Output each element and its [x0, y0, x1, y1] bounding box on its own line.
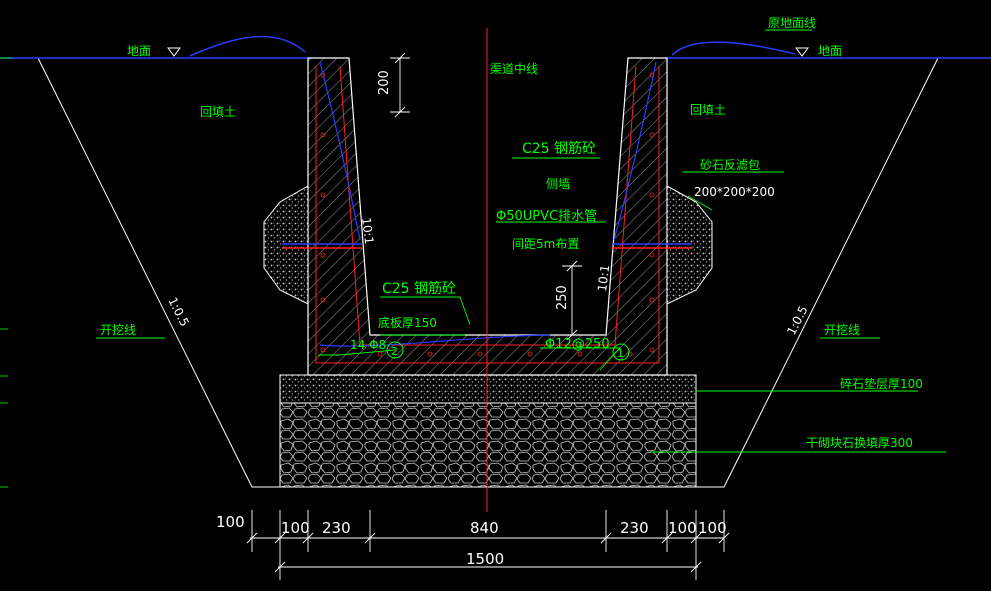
- concrete-channel: [307, 57, 668, 376]
- label-backfill-right: 回填土: [690, 103, 726, 117]
- label-ground-left: 地面: [127, 44, 151, 58]
- dimension-labels: 200 250 100 100 230 840 230 100 100 1500: [216, 70, 727, 568]
- ground-marker-left-icon: [167, 47, 181, 57]
- filter-pack-right: [666, 185, 713, 305]
- label-backfill-left: 回填土: [200, 105, 236, 119]
- dim-bottom-height: 250: [555, 285, 570, 310]
- label-canal-centerline: 渠道中线: [490, 61, 538, 76]
- gravel-cushion-layer: [279, 374, 697, 404]
- label-filter-pack: 砂石反滤包: [700, 158, 760, 172]
- label-base-thickness: 底板厚150: [378, 315, 437, 330]
- ground-lines: [0, 35, 991, 59]
- horizontal-dimensions: [246, 510, 730, 580]
- label-gravel-cushion: 碎石垫层厚100: [840, 376, 923, 391]
- dim-total: 1500: [466, 550, 504, 568]
- label-marker-1: 1: [617, 347, 624, 360]
- rebar-markers: [386, 341, 630, 361]
- dim-840: 840: [470, 519, 499, 537]
- label-rebar-2: 14 Φ8: [350, 338, 386, 352]
- original-ground-left-curve: [189, 35, 306, 57]
- dim-100-left: 100: [281, 519, 310, 537]
- label-drain-pipe: Φ50UPVC排水管: [496, 209, 597, 224]
- label-marker-2: 2: [391, 345, 398, 358]
- label-base-concrete: C25 钢筋砼: [382, 280, 456, 297]
- label-rebar-1: Φ12@250: [545, 337, 610, 352]
- drain-pipes: [282, 243, 692, 249]
- rebar-inner: [339, 65, 637, 346]
- label-original-ground: 原地面线: [768, 16, 816, 30]
- label-slope-exc-left: 1:0.5: [165, 295, 191, 329]
- ground-marker-right-icon: [795, 47, 809, 57]
- vertical-dimensions: [390, 52, 582, 341]
- label-excavation-right: 开挖线: [824, 322, 860, 337]
- label-slope-wall-right: 10:1: [595, 264, 612, 292]
- label-ground-right: 地面: [818, 44, 842, 58]
- label-slope-wall-left: 10:1: [359, 217, 376, 245]
- dim-top-height: 200: [377, 70, 392, 95]
- excavation-line-right: [696, 57, 939, 488]
- label-wall-concrete: C25 钢筋砼: [522, 140, 596, 157]
- ground-markers: [167, 47, 809, 57]
- label-drain-spacing: 间距5m布置: [512, 237, 579, 251]
- label-rubble-fill: 干砌块石换填厚300: [806, 436, 913, 450]
- rebar-marker-2-icon: [386, 341, 404, 359]
- dim-100-left-outer: 100: [216, 513, 245, 531]
- dim-230-left: 230: [322, 519, 351, 537]
- excavation-lines: [37, 57, 939, 488]
- rubble-fill-layer: [279, 402, 697, 488]
- original-ground-right-curve: [671, 41, 796, 56]
- filter-packs: [263, 185, 713, 305]
- dim-100-right-outer: 100: [698, 519, 727, 537]
- side-ticks: [0, 328, 8, 488]
- filter-pack-left: [263, 185, 309, 305]
- label-filter-size: 200*200*200: [694, 185, 775, 199]
- label-side-wall: 侧墙: [546, 177, 570, 191]
- leader-lines: [0, 29, 946, 453]
- dim-230-right: 230: [620, 519, 649, 537]
- rebar-marker-1-icon: [612, 343, 630, 361]
- excavation-line-left: [37, 57, 280, 488]
- wall-curves: [319, 61, 657, 347]
- label-excavation-left: 开挖线: [100, 322, 136, 337]
- dim-100-right: 100: [668, 519, 697, 537]
